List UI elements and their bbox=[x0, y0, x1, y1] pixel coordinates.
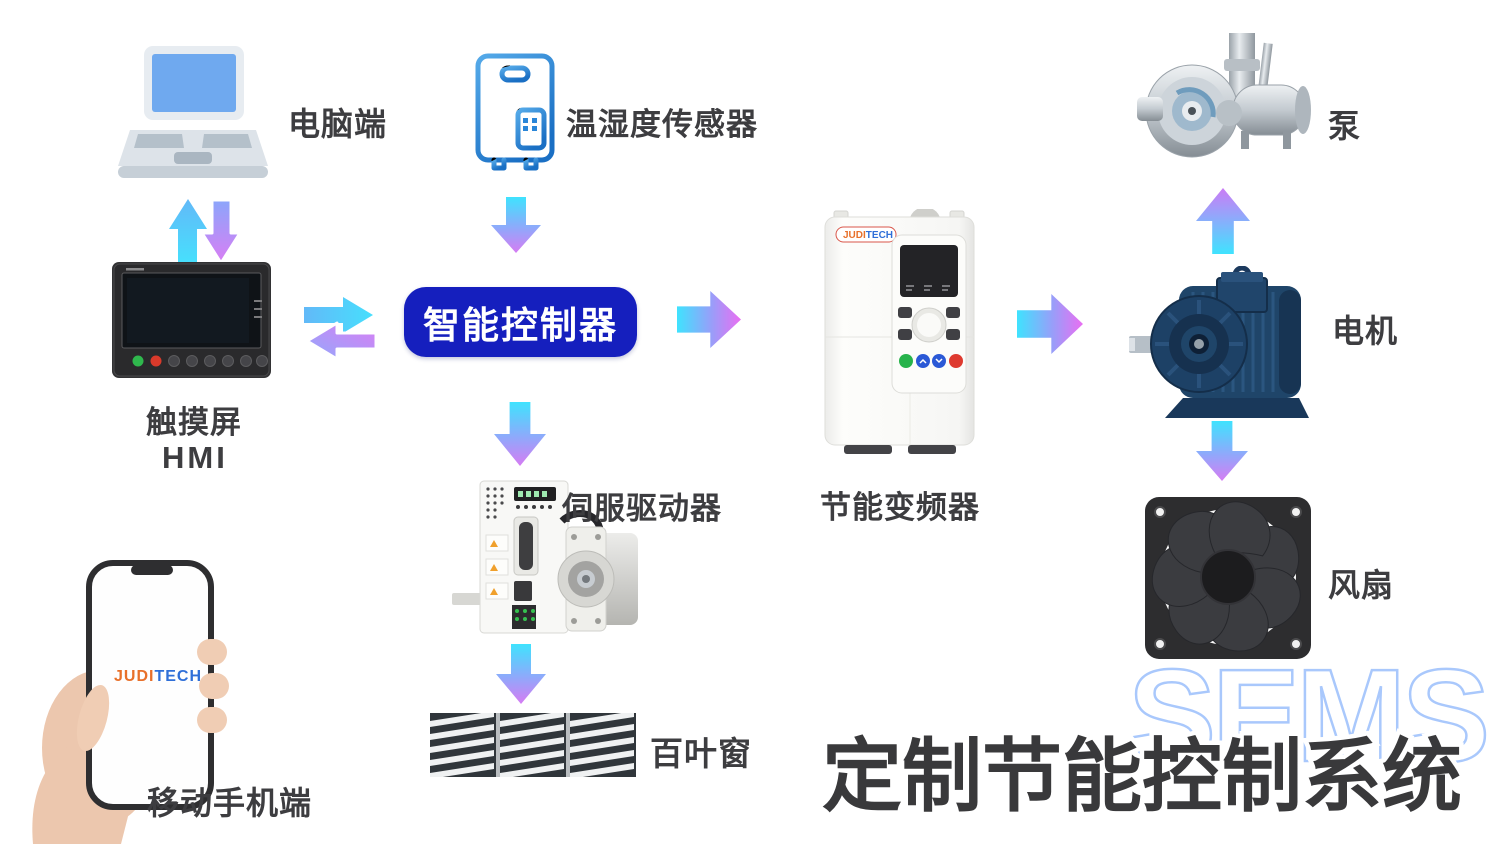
hmi-node bbox=[112, 262, 271, 378]
louver-label: 百叶窗 bbox=[650, 735, 752, 772]
phone-node: JUDITECH bbox=[15, 553, 275, 844]
inverter-icon: JUDITECH bbox=[824, 209, 975, 454]
arrow-inverter-to-motor bbox=[1017, 294, 1083, 354]
pc-label: 电脑端 bbox=[288, 106, 388, 142]
phone-in-hand-icon: JUDITECH bbox=[32, 560, 229, 844]
hmi-icon bbox=[112, 262, 271, 378]
hmi-sublabel: HMI bbox=[162, 440, 228, 475]
fan-icon bbox=[1145, 497, 1311, 659]
servo-label: 伺服驱动器 bbox=[562, 491, 722, 526]
motor-node bbox=[1129, 266, 1315, 426]
arrow-motor-to-fan bbox=[1196, 421, 1248, 481]
fan-node bbox=[1145, 497, 1311, 659]
inverter-brand-judi: JUDI bbox=[843, 230, 866, 241]
sensor-label: 温湿度传感器 bbox=[566, 107, 758, 142]
pc-node bbox=[118, 44, 268, 190]
hmi-label: 触摸屏 bbox=[146, 405, 242, 440]
bidirectional-vertical-arrow-icon bbox=[169, 198, 242, 265]
arrow-controller-to-servo bbox=[494, 402, 546, 466]
arrow-hmi-controller bbox=[301, 292, 379, 364]
louver-icon bbox=[430, 713, 636, 777]
bidirectional-horizontal-arrow-icon bbox=[304, 297, 378, 361]
sems-watermark: SEMS bbox=[1127, 641, 1492, 791]
smart-controller: 智能控制器 bbox=[404, 287, 637, 357]
servo-drive-icon bbox=[452, 480, 638, 634]
phone-brand-judi: JUDI bbox=[114, 668, 154, 685]
pump-label: 泵 bbox=[1328, 108, 1362, 144]
laptop-icon bbox=[118, 46, 268, 178]
arrow-controller-to-inverter bbox=[677, 291, 741, 348]
arrow-pc-hmi bbox=[166, 196, 246, 266]
svg-text:JUDITECH: JUDITECH bbox=[843, 230, 893, 241]
inverter-brand-tech: TECH bbox=[866, 230, 893, 241]
main-title-outline: 定制节能控制系统 bbox=[818, 728, 1467, 826]
svg-text:JUDITECH: JUDITECH bbox=[114, 668, 202, 685]
inverter-label: 节能变频器 bbox=[820, 490, 980, 525]
phone-label: 移动手机端 bbox=[147, 785, 313, 821]
louver-node bbox=[430, 713, 636, 777]
inverter-node: JUDITECH bbox=[822, 209, 977, 456]
pump-node bbox=[1137, 33, 1314, 175]
motor-label: 电机 bbox=[1332, 313, 1399, 349]
temperature-humidity-sensor-icon bbox=[475, 53, 555, 188]
main-title-text: 定制节能控制系统 bbox=[822, 732, 1462, 821]
pump-icon bbox=[1137, 33, 1311, 158]
sensor-node bbox=[472, 52, 558, 188]
phone-brand-tech: TECH bbox=[154, 668, 202, 685]
servo-node bbox=[450, 477, 645, 645]
fan-label: 风扇 bbox=[1328, 567, 1395, 603]
motor-icon bbox=[1129, 266, 1309, 418]
arrow-sensor-to-controller bbox=[491, 197, 541, 253]
smart-controller-label: 智能控制器 bbox=[423, 305, 618, 346]
arrow-servo-to-louver bbox=[496, 644, 546, 704]
arrow-motor-to-pump bbox=[1196, 188, 1250, 254]
